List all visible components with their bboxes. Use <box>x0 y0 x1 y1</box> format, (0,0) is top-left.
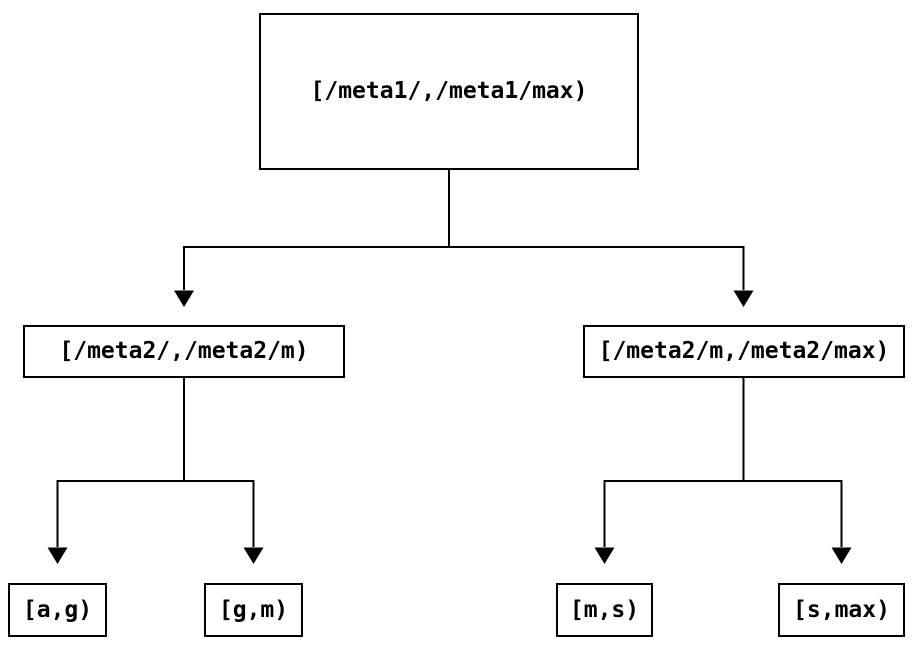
arrowhead-down-icon <box>47 547 68 564</box>
edge-mid-right-to-leaf-smax <box>742 378 843 547</box>
edge-root-to-mid-right <box>448 170 745 290</box>
edge-mid-left-to-leaf-ag <box>56 378 185 547</box>
arrowhead-down-icon <box>174 290 194 307</box>
edge-mid-right-to-leaf-ms <box>603 378 745 547</box>
arrowhead-down-icon <box>594 547 615 564</box>
edge-root-to-mid-left <box>183 170 450 290</box>
tree-node-root: [/meta1/,/meta1/max) <box>259 13 639 170</box>
arrowhead-down-icon <box>733 290 754 307</box>
tree-node-mid-left: [/meta2/,/meta2/m) <box>23 325 345 378</box>
arrowhead-down-icon <box>243 547 264 564</box>
tree-node-leaf-smax: [s,max) <box>778 583 905 637</box>
edge-mid-left-to-leaf-gm <box>183 378 255 547</box>
tree-node-leaf-ag: [a,g) <box>8 583 107 637</box>
tree-node-leaf-gm: [g,m) <box>204 583 303 637</box>
tree-node-leaf-ms: [m,s) <box>556 583 653 637</box>
tree-node-mid-right: [/meta2/m,/meta2/max) <box>583 325 905 378</box>
arrowhead-down-icon <box>831 547 852 564</box>
